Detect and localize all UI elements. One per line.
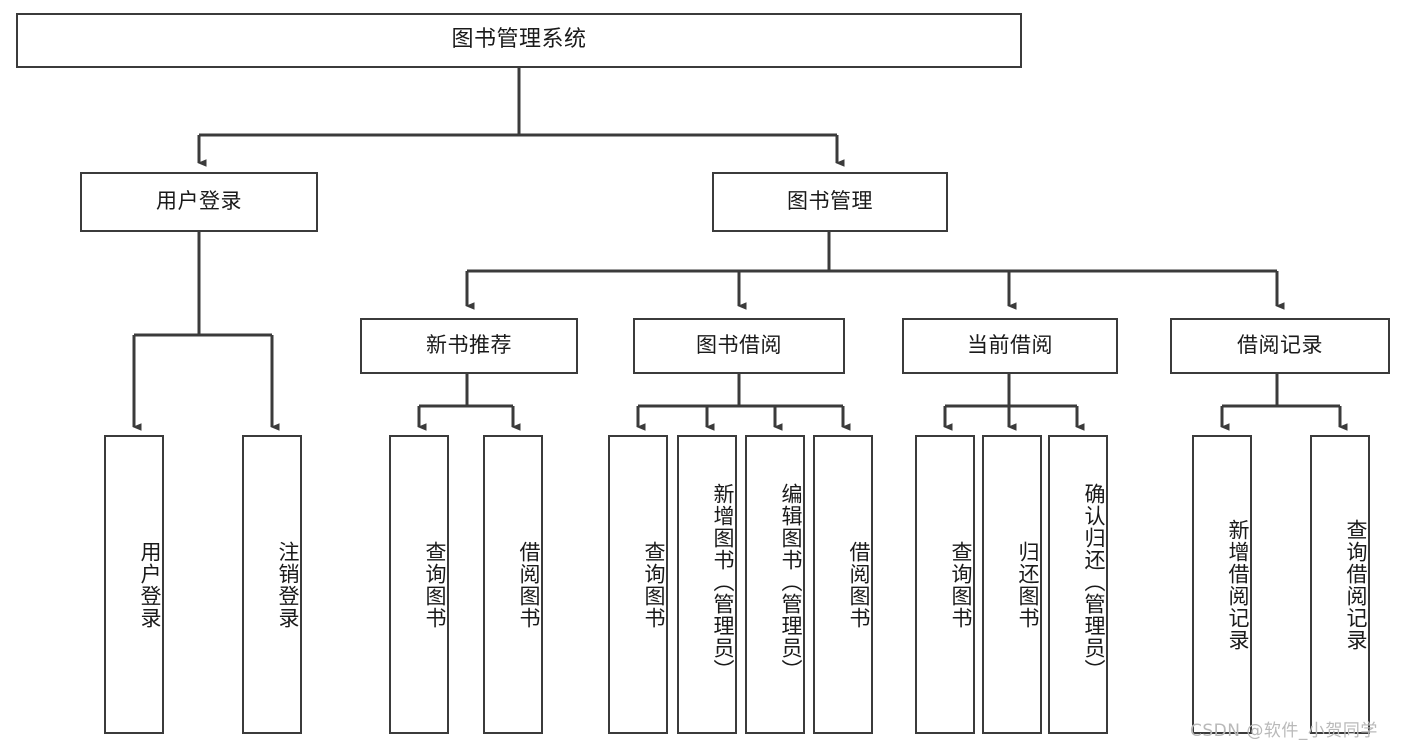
node-borrow-record[interactable]: 借阅记录 — [1170, 318, 1390, 374]
node-new-book-recommend[interactable]: 新书推荐 — [360, 318, 578, 374]
node-leaf-add-borrow-record-label: 新增借阅记录 — [1226, 518, 1250, 651]
node-leaf-borrow-borrow-book[interactable]: 借阅图书 — [813, 435, 873, 734]
node-leaf-query-borrow-record[interactable]: 查询借阅记录 — [1310, 435, 1370, 734]
node-current-borrow[interactable]: 当前借阅 — [902, 318, 1118, 374]
node-leaf-recommend-query-book-label: 查询图书 — [423, 540, 447, 629]
node-current-borrow-label: 当前借阅 — [967, 333, 1053, 358]
node-user-login-label: 用户登录 — [156, 189, 242, 214]
csdn-watermark: CSDN @软件_小贺同学 — [1190, 721, 1378, 741]
node-leaf-current-query-book[interactable]: 查询图书 — [915, 435, 975, 734]
node-leaf-add-book-admin[interactable]: 新增图书（管理员） — [677, 435, 737, 734]
node-user-login[interactable]: 用户登录 — [80, 172, 318, 232]
node-root-system[interactable]: 图书管理系统 — [16, 13, 1022, 68]
node-leaf-return-book[interactable]: 归还图书 — [982, 435, 1042, 734]
node-book-borrow[interactable]: 图书借阅 — [633, 318, 845, 374]
node-leaf-borrow-query-book[interactable]: 查询图书 — [608, 435, 668, 734]
node-leaf-confirm-return-admin-label: 确认归还（管理员） — [1082, 482, 1106, 681]
node-leaf-add-book-admin-label: 新增图书（管理员） — [711, 482, 735, 681]
node-leaf-logout[interactable]: 注销登录 — [242, 435, 302, 734]
node-leaf-borrow-borrow-book-label: 借阅图书 — [847, 540, 871, 629]
node-book-management[interactable]: 图书管理 — [712, 172, 948, 232]
node-leaf-recommend-query-book[interactable]: 查询图书 — [389, 435, 449, 734]
node-leaf-recommend-borrow-book-label: 借阅图书 — [517, 540, 541, 629]
node-leaf-current-query-book-label: 查询图书 — [949, 540, 973, 629]
node-book-borrow-label: 图书借阅 — [696, 333, 782, 358]
node-borrow-record-label: 借阅记录 — [1237, 333, 1323, 358]
node-root-label: 图书管理系统 — [451, 27, 587, 53]
node-leaf-logout-label: 注销登录 — [276, 540, 300, 629]
node-leaf-confirm-return-admin[interactable]: 确认归还（管理员） — [1048, 435, 1108, 734]
node-new-book-recommend-label: 新书推荐 — [426, 333, 512, 358]
node-leaf-recommend-borrow-book[interactable]: 借阅图书 — [483, 435, 543, 734]
node-leaf-borrow-query-book-label: 查询图书 — [642, 540, 666, 629]
node-book-management-label: 图书管理 — [787, 189, 873, 214]
node-leaf-user-login-label: 用户登录 — [138, 540, 162, 629]
node-leaf-return-book-label: 归还图书 — [1016, 540, 1040, 629]
node-leaf-edit-book-admin[interactable]: 编辑图书（管理员） — [745, 435, 805, 734]
node-leaf-query-borrow-record-label: 查询借阅记录 — [1344, 518, 1368, 651]
node-leaf-user-login[interactable]: 用户登录 — [104, 435, 164, 734]
node-leaf-add-borrow-record[interactable]: 新增借阅记录 — [1192, 435, 1252, 734]
node-leaf-edit-book-admin-label: 编辑图书（管理员） — [779, 482, 803, 681]
